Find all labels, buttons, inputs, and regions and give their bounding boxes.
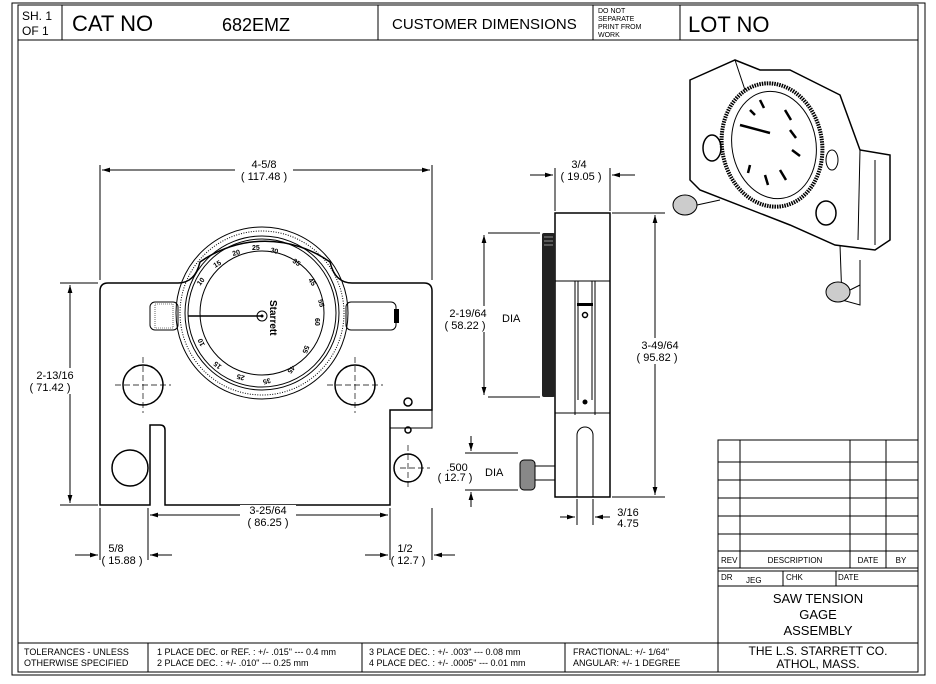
notice-line: SEPARATE: [598, 16, 635, 23]
dim-dial-dia: 2-19/64: [449, 308, 486, 320]
front-view: 10 15 20 25 30 35 45 55 60 55 45 35 25 1…: [30, 158, 455, 567]
tolerance-1-place: 1 PLACE DEC. or REF. : +/- .015" --- 0.4…: [157, 647, 336, 657]
svg-text:25: 25: [236, 372, 245, 381]
date-header: DATE: [858, 556, 879, 565]
svg-text:25: 25: [252, 245, 260, 252]
dim-side-thickness-mm: ( 19.05 ): [561, 171, 602, 183]
svg-text:60: 60: [313, 318, 320, 326]
tolerance-angular: ANGULAR: +/- 1 DEGREE: [573, 658, 680, 668]
dim-side-height: 3-49/64: [641, 340, 678, 352]
svg-text:20: 20: [232, 249, 241, 258]
dim-slot: 3/16: [617, 507, 638, 519]
svg-text:10: 10: [197, 337, 207, 347]
dim-right-leg-mm: ( 12.7 ): [391, 555, 426, 567]
dial-knurl: [542, 233, 555, 397]
dim-left-leg: 5/8: [108, 543, 123, 555]
notice-line: PRINT FROM: [598, 24, 642, 31]
svg-text:15: 15: [213, 260, 223, 270]
left-knob: [149, 301, 179, 331]
cat-no-label: CAT NO: [72, 11, 153, 36]
dim-height: 2-13/16: [36, 370, 73, 382]
tolerance-4-place: 4 PLACE DEC. : +/- .0005" --- 0.01 mm: [369, 658, 526, 668]
dial-face: 10 15 20 25 30 35 45 55 60 55 45 35 25 1…: [196, 245, 325, 385]
svg-text:55: 55: [300, 344, 309, 354]
iso-knob: [672, 194, 698, 216]
dim-overall-width-mm: ( 117.48 ): [241, 171, 287, 183]
dim-side-height-mm: ( 95.82 ): [637, 352, 678, 364]
side-view: 3/4 ( 19.05 ) 3-49/64 ( 95.82 ) 2-19/64 …: [438, 159, 682, 530]
svg-text:35: 35: [262, 376, 271, 385]
dim-dial-dia-label: DIA: [502, 313, 521, 325]
svg-text:15: 15: [213, 359, 224, 369]
sheet-border: [11, 2, 926, 676]
tolerance-label: TOLERANCES - UNLESS: [24, 647, 129, 657]
tolerance-fractional: FRACTIONAL: +/- 1/64": [573, 647, 669, 657]
sheet-number: SH. 1: [22, 9, 52, 23]
svg-text:45: 45: [306, 277, 316, 287]
header-block: SH. 1 OF 1 CAT NO 682EMZ CUSTOMER DIMENS…: [17, 4, 919, 41]
drawing-title-line: ASSEMBLY: [783, 623, 852, 638]
svg-text:55: 55: [316, 299, 325, 308]
sheet-total: OF 1: [22, 24, 49, 38]
dim-knob-dia-mm: ( 12.7 ): [438, 472, 473, 484]
dim-inner-width: 3-25/64: [249, 505, 286, 517]
dim-side-thickness: 3/4: [571, 159, 586, 171]
dim-left-leg-mm: ( 15.88 ): [102, 555, 143, 567]
by-header: BY: [896, 556, 907, 565]
cat-no-value: 682EMZ: [222, 15, 290, 35]
dim-overall-width: 4-5/8: [251, 159, 276, 171]
svg-text:10: 10: [196, 277, 206, 288]
description-header: DESCRIPTION: [768, 556, 823, 565]
company-name: THE L.S. STARRETT CO.: [749, 644, 888, 658]
dim-knob-dia-label: DIA: [485, 467, 504, 479]
rev-header: REV: [721, 556, 738, 565]
isometric-view: [672, 59, 891, 306]
customer-dimensions-label: CUSTOMER DIMENSIONS: [392, 16, 577, 33]
iso-knob: [825, 281, 851, 303]
tolerance-label: OTHERWISE SPECIFIED: [24, 658, 129, 668]
dim-knob-dia: .500: [446, 462, 467, 474]
dim-height-mm: ( 71.42 ): [30, 382, 71, 394]
date-label: DATE: [838, 573, 859, 582]
title-block: REV DESCRIPTION DATE BY DR JEG CHK DATE …: [717, 439, 919, 644]
tolerance-2-place: 2 PLACE DEC. : +/- .010" --- 0.25 mm: [157, 658, 309, 668]
revision-table: REV DESCRIPTION DATE BY DR JEG CHK DATE: [721, 556, 907, 585]
svg-text:Starrett: Starrett: [267, 300, 278, 336]
tolerance-3-place: 3 PLACE DEC. : +/- .003" --- 0.08 mm: [369, 647, 521, 657]
notice-line: WORK: [598, 32, 620, 39]
knurled-bezel: [179, 230, 345, 396]
svg-text:35: 35: [291, 258, 301, 268]
checked-label: CHK: [786, 573, 804, 582]
side-knob: [519, 459, 536, 491]
mounting-hole: [111, 449, 149, 487]
notice-line: DO NOT: [598, 8, 626, 15]
drawn-by-label: DR: [721, 573, 733, 582]
dim-dial-dia-mm: ( 58.22 ): [445, 320, 486, 332]
tolerance-strip: TOLERANCES - UNLESS OTHERWISE SPECIFIED …: [17, 642, 919, 673]
dim-slot-mm: 4.75: [617, 518, 638, 530]
drawn-by-value: JEG: [746, 576, 762, 585]
svg-text:45: 45: [285, 364, 295, 375]
iso-dial: [719, 81, 825, 209]
lot-no-label: LOT NO: [688, 12, 770, 37]
drawing-title-line: GAGE: [799, 607, 837, 622]
dim-right-leg: 1/2: [397, 543, 412, 555]
right-plunger: [345, 301, 397, 331]
company-location: ATHOL, MASS.: [776, 657, 859, 671]
dim-inner-width-mm: ( 86.25 ): [248, 517, 289, 529]
svg-text:30: 30: [269, 247, 278, 256]
drawing-title-line: SAW TENSION: [773, 591, 863, 606]
